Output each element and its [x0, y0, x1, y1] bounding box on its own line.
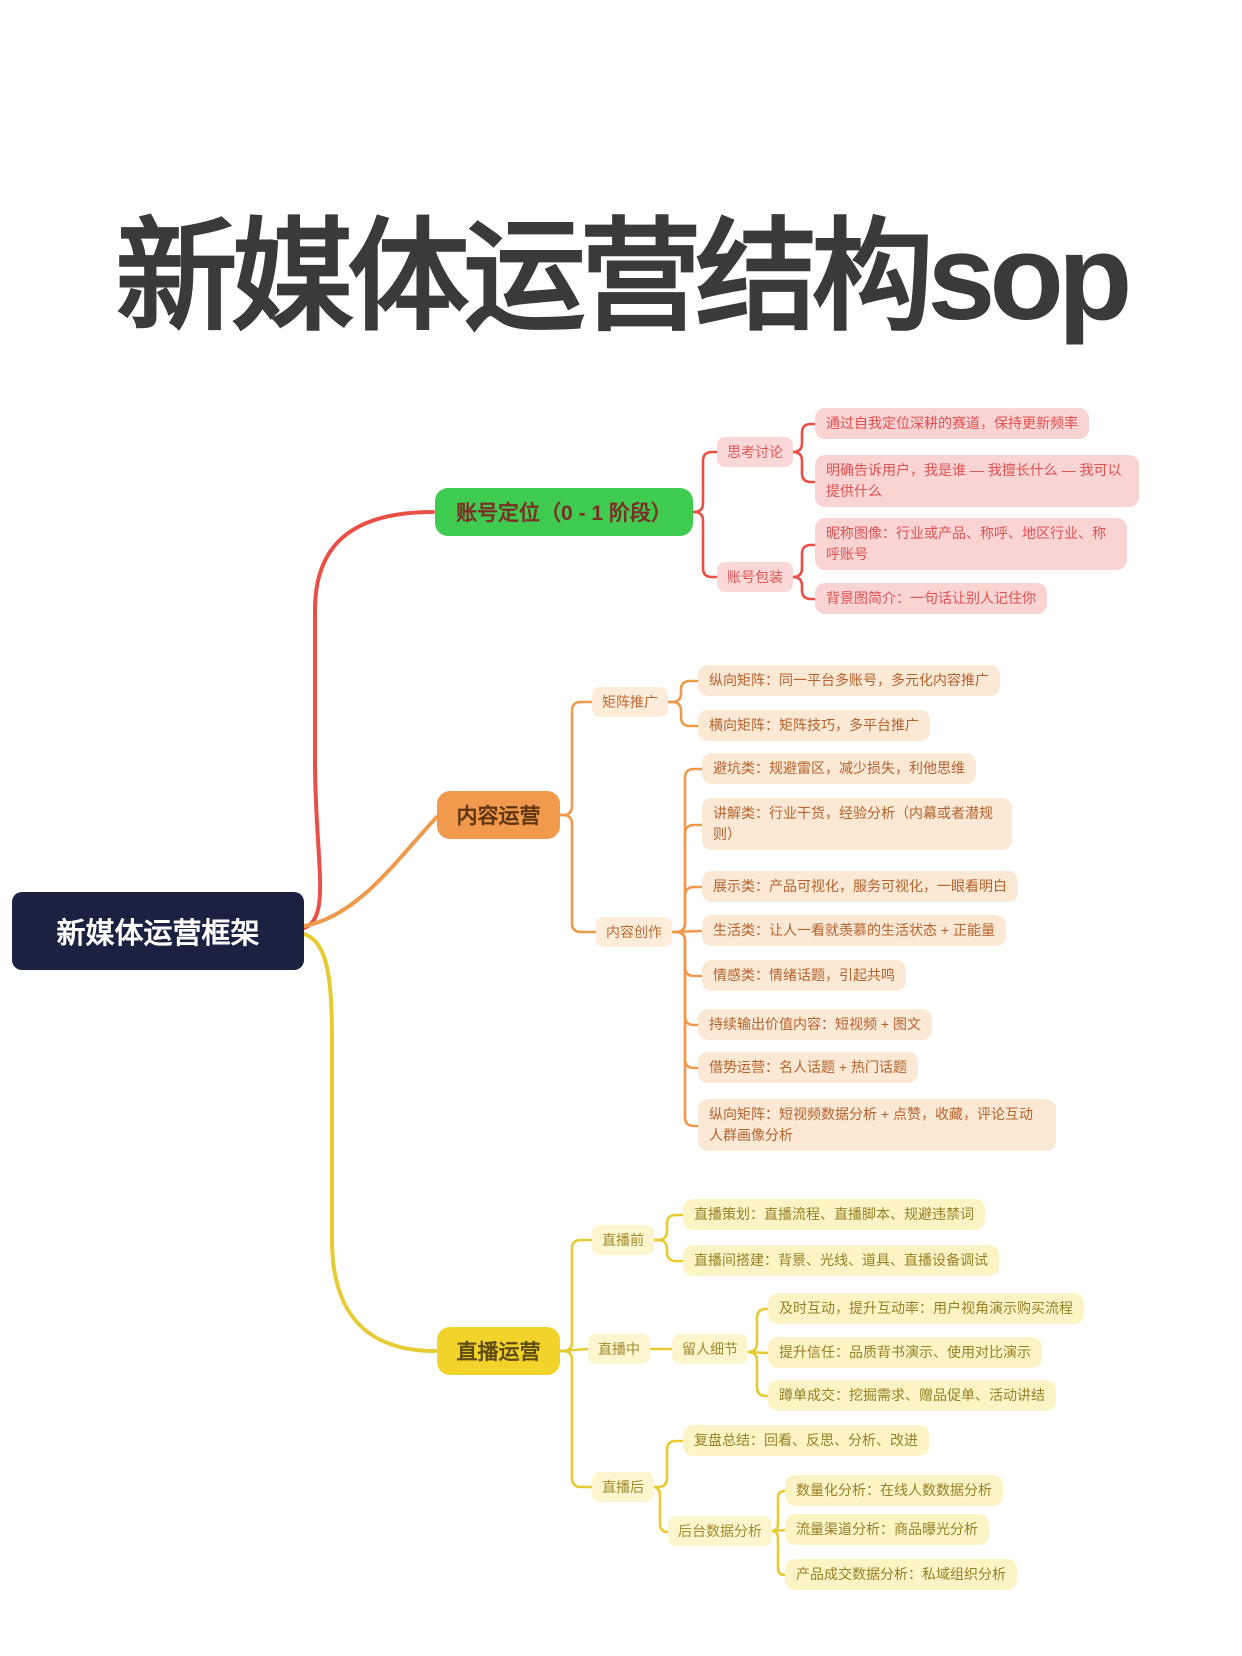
- leaf-studio-setup[interactable]: 直播间搭建：背景、光线、道具、直播设备调试: [683, 1245, 999, 1276]
- branch-content-operation[interactable]: 内容运营: [437, 791, 560, 839]
- leaf-background-intro[interactable]: 背景图简介：一句话让别人记住你: [815, 583, 1047, 614]
- leaf-data-analysis-matrix[interactable]: 纵向矩阵：短视频数据分析 + 点赞，收藏，评论互动人群画像分析: [698, 1099, 1056, 1151]
- subtopic-before-live[interactable]: 直播前: [592, 1225, 654, 1255]
- branch-account-positioning[interactable]: 账号定位（0 - 1 阶段）: [435, 488, 693, 536]
- leaf-nickname-avatar[interactable]: 昵称图像：行业或产品、称呼、地区行业、称呼账号: [815, 518, 1127, 570]
- subtopic-content-creation[interactable]: 内容创作: [596, 917, 672, 947]
- leaf-self-positioning[interactable]: 通过自我定位深耕的赛道，保持更新频率: [815, 408, 1089, 439]
- leaf-build-trust[interactable]: 提升信任：品质背书演示、使用对比演示: [768, 1337, 1042, 1368]
- leaf-trend-operation[interactable]: 借势运营：名人话题 + 热门话题: [698, 1052, 918, 1083]
- leaf-pitfall-type[interactable]: 避坑类：规避雷区，减少损失，利他思维: [702, 753, 976, 784]
- branch-live-operation[interactable]: 直播运营: [437, 1327, 560, 1375]
- subtopic-backend-data-analysis[interactable]: 后台数据分析: [668, 1516, 772, 1546]
- leaf-traffic-channel-analysis[interactable]: 流量渠道分析：商品曝光分析: [785, 1514, 989, 1545]
- leaf-explain-type[interactable]: 讲解类：行业干货，经验分析（内幕或者潜规则）: [702, 798, 1012, 850]
- subtopic-retain-details[interactable]: 留人细节: [672, 1334, 748, 1364]
- subtopic-after-live[interactable]: 直播后: [592, 1472, 654, 1502]
- leaf-close-deal[interactable]: 蹲单成交：挖掘需求、赠品促单、活动讲结: [768, 1380, 1056, 1411]
- leaf-continuous-output[interactable]: 持续输出价值内容：短视频 + 图文: [698, 1009, 932, 1040]
- leaf-timely-interaction[interactable]: 及时互动，提升互动率：用户视角演示购买流程: [768, 1293, 1084, 1324]
- subtopic-matrix-promotion[interactable]: 矩阵推广: [592, 687, 668, 717]
- leaf-quantitative-analysis[interactable]: 数量化分析：在线人数数据分析: [785, 1475, 1003, 1506]
- central-topic[interactable]: 新媒体运营框架: [12, 892, 304, 970]
- leaf-tell-users[interactable]: 明确告诉用户，我是谁 — 我擅长什么 — 我可以提供什么: [815, 455, 1139, 507]
- leaf-lifestyle-type[interactable]: 生活类：让人一看就羡慕的生活状态 + 正能量: [702, 915, 1006, 946]
- subtopic-thinking-discussion[interactable]: 思考讨论: [717, 437, 793, 467]
- leaf-vertical-matrix[interactable]: 纵向矩阵：同一平台多账号，多元化内容推广: [698, 665, 1000, 696]
- leaf-live-planning[interactable]: 直播策划：直播流程、直播脚本、规避违禁词: [683, 1199, 985, 1230]
- subtopic-during-live[interactable]: 直播中: [588, 1334, 650, 1364]
- leaf-display-type[interactable]: 展示类：产品可视化，服务可视化，一眼看明白: [702, 871, 1018, 902]
- subtopic-account-packaging[interactable]: 账号包装: [717, 562, 793, 592]
- leaf-emotion-type[interactable]: 情感类：情绪话题，引起共鸣: [702, 960, 906, 991]
- leaf-product-deal-analysis[interactable]: 产品成交数据分析：私域组织分析: [785, 1559, 1017, 1590]
- page-title: 新媒体运营结构sop: [115, 209, 1133, 345]
- leaf-horizontal-matrix[interactable]: 横向矩阵：矩阵技巧，多平台推广: [698, 710, 930, 741]
- leaf-review-summary[interactable]: 复盘总结：回看、反思、分析、改进: [683, 1425, 929, 1456]
